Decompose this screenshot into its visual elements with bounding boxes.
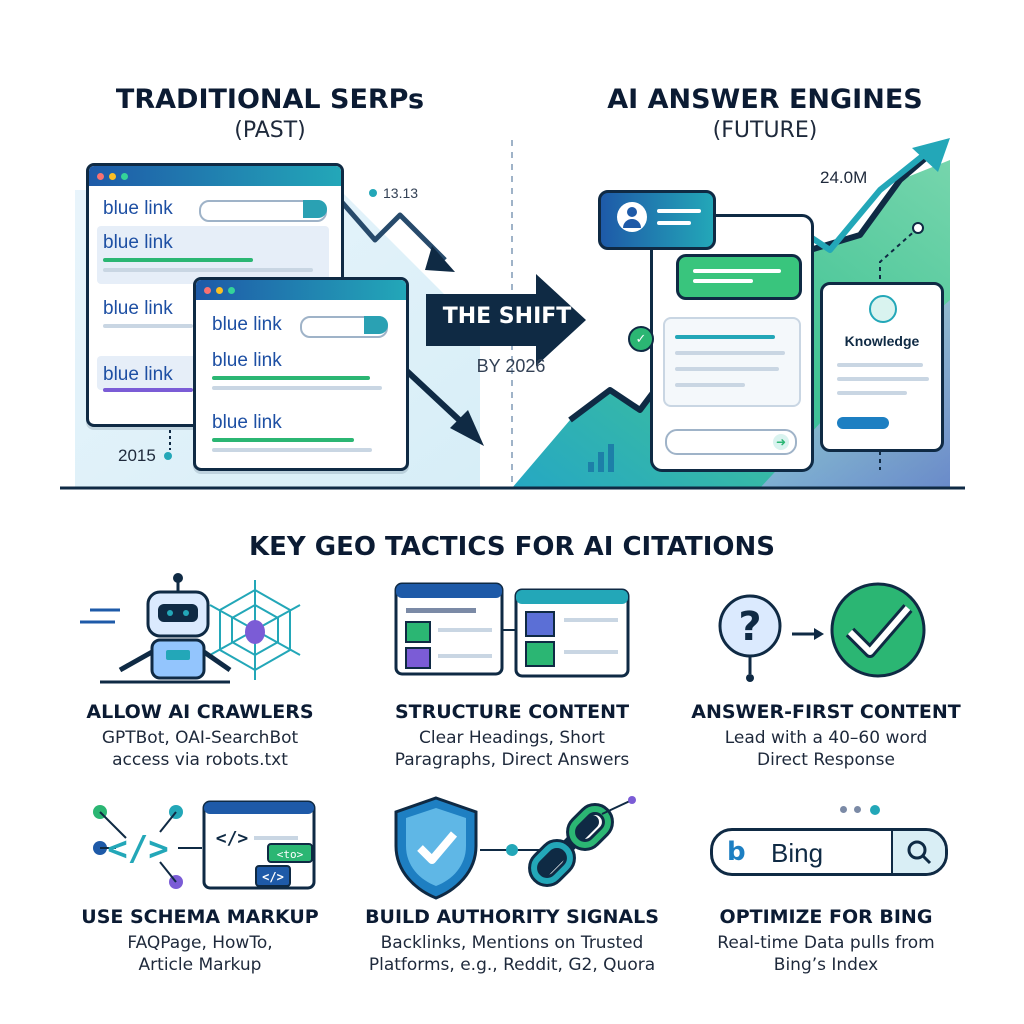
past-subtitle: (PAST) bbox=[234, 118, 306, 143]
shift-date: BY 2026 bbox=[476, 356, 546, 376]
bing-wordmark: Bing bbox=[771, 838, 824, 868]
bing-search-input[interactable]: b Bing bbox=[710, 828, 948, 876]
ai-answer-card bbox=[663, 317, 801, 407]
serp-blue-link[interactable]: blue link bbox=[103, 298, 173, 319]
tactic-desc-line: Direct Response bbox=[757, 750, 895, 770]
tactic-title: STRUCTURE CONTENT bbox=[394, 701, 630, 723]
search-icon[interactable] bbox=[891, 831, 945, 873]
tactic-desc-line: GPTBot, OAI-SearchBot bbox=[101, 728, 299, 748]
knowledge-card: Knowledge bbox=[820, 282, 944, 452]
serp-blue-link[interactable]: blue link bbox=[212, 412, 282, 433]
ai-reply-bubble bbox=[676, 254, 802, 300]
send-arrow-icon[interactable]: ➜ bbox=[773, 434, 789, 450]
tactic-desc-line: Paragraphs, Direct Answers bbox=[394, 750, 630, 770]
search-suggestion-dots bbox=[840, 805, 900, 818]
serp-search-input[interactable] bbox=[199, 200, 327, 222]
future-subtitle: (FUTURE) bbox=[712, 118, 818, 143]
svg-text:</>: </> bbox=[262, 870, 284, 884]
serp-browser-window-front: blue link blue link blue link bbox=[193, 277, 409, 471]
verified-check-icon: ✓ bbox=[628, 326, 654, 352]
bing-logo-icon: b bbox=[727, 837, 746, 867]
bing-search-icon: b Bing bbox=[710, 802, 948, 876]
shift-arrow bbox=[426, 274, 586, 366]
structured-pages-icon bbox=[394, 582, 630, 678]
past-year-label: 2015 bbox=[118, 446, 156, 465]
serp-blue-link[interactable]: blue link bbox=[212, 314, 282, 335]
past-trend-value: 13.13 bbox=[383, 185, 419, 201]
tactic-description: Clear Headings, Short Paragraphs, Direct… bbox=[352, 727, 672, 771]
search-icon[interactable] bbox=[364, 316, 388, 334]
past-title: TRADITIONAL SERPs bbox=[115, 84, 425, 115]
ai-answer-window: ➜ bbox=[650, 214, 814, 472]
tactic-desc-line: Article Markup bbox=[138, 955, 262, 975]
lightbulb-icon bbox=[869, 295, 897, 323]
shield-chain-icon bbox=[394, 796, 636, 900]
tactic-title: ANSWER-FIRST CONTENT bbox=[691, 701, 961, 723]
tactics-heading: KEY GEO TACTICS FOR AI CITATIONS bbox=[248, 532, 776, 562]
svg-text:</>: </> bbox=[107, 829, 168, 869]
robot-spider-icon bbox=[80, 573, 301, 684]
future-trend-value: 24.0M bbox=[820, 168, 868, 187]
svg-text:?: ? bbox=[738, 604, 761, 650]
ai-prompt-input[interactable]: ➜ bbox=[665, 429, 797, 455]
tactic-description: FAQPage, HowTo, Article Markup bbox=[40, 932, 360, 976]
tactic-title: USE SCHEMA MARKUP bbox=[81, 906, 319, 928]
serp-blue-link[interactable]: blue link bbox=[212, 350, 282, 371]
tactic-desc-line: Bing’s Index bbox=[773, 955, 879, 975]
shift-label: THE SHIFT bbox=[442, 304, 572, 329]
tactic-description: Lead with a 40–60 word Direct Response bbox=[666, 727, 986, 771]
user-avatar-icon bbox=[617, 202, 647, 232]
tactic-description: GPTBot, OAI-SearchBot access via robots.… bbox=[40, 727, 360, 771]
svg-text:</>: </> bbox=[216, 828, 249, 849]
tactic-title: OPTIMIZE FOR BING bbox=[719, 906, 933, 928]
tactic-description: Real-time Data pulls from Bing’s Index bbox=[666, 932, 986, 976]
tactic-desc-line: Lead with a 40–60 word bbox=[724, 728, 928, 748]
tactic-desc-line: Backlinks, Mentions on Trusted bbox=[380, 933, 644, 953]
tactic-title: ALLOW AI CRAWLERS bbox=[86, 701, 314, 723]
serp-search-input[interactable] bbox=[300, 316, 388, 338]
code-schema-icon: </> </> <to> </> bbox=[93, 800, 316, 890]
tactic-desc-line: Platforms, e.g., Reddit, G2, Quora bbox=[368, 955, 656, 975]
future-title: AI ANSWER ENGINES bbox=[607, 84, 923, 115]
tactic-desc-line: FAQPage, HowTo, bbox=[127, 933, 273, 953]
user-chat-bubble bbox=[598, 190, 716, 250]
serp-blue-link[interactable]: blue link bbox=[103, 232, 173, 253]
tactic-desc-line: access via robots.txt bbox=[112, 750, 288, 770]
knowledge-action-button[interactable] bbox=[837, 417, 889, 429]
tactic-desc-line: Real-time Data pulls from bbox=[717, 933, 935, 953]
tactic-desc-line: Clear Headings, Short bbox=[419, 728, 605, 748]
tactic-title: BUILD AUTHORITY SIGNALS bbox=[365, 906, 659, 928]
serp-blue-link[interactable]: blue link bbox=[103, 198, 173, 219]
svg-text:<to>: <to> bbox=[277, 848, 304, 861]
tactic-description: Backlinks, Mentions on Trusted Platforms… bbox=[352, 932, 672, 976]
question-to-check-icon: ? bbox=[718, 582, 926, 682]
serp-blue-link[interactable]: blue link bbox=[103, 364, 173, 385]
knowledge-label: Knowledge bbox=[844, 333, 920, 349]
search-icon[interactable] bbox=[303, 200, 327, 218]
